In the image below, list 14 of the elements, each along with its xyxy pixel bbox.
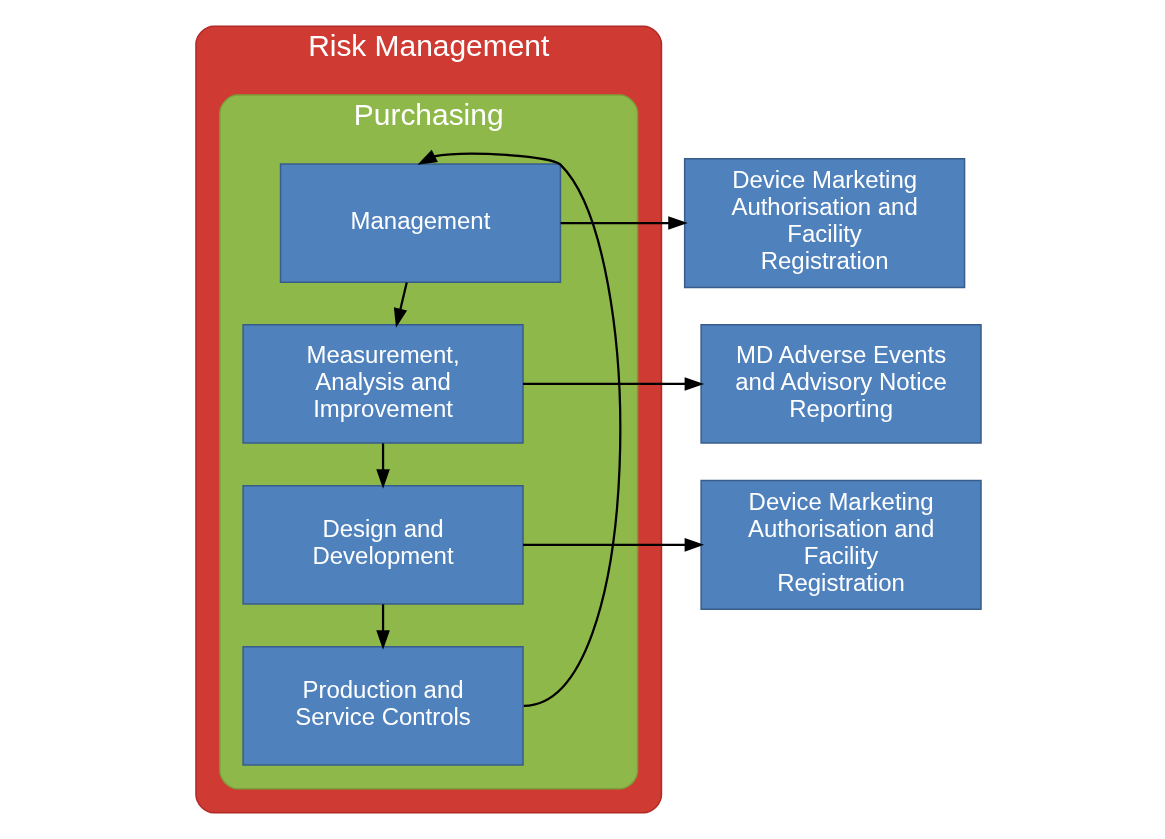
- node-box: Production and Service Controls: [242, 645, 524, 766]
- arrow: [417, 149, 621, 707]
- arrow: [560, 216, 688, 230]
- node-box: Measurement, Analysis and Improvement: [242, 324, 524, 444]
- node-box: Device Marketing Authorisation and Facility Registration: [683, 157, 966, 289]
- arrow: [523, 377, 705, 391]
- node-box: MD Adverse Events and Advisory Notice Reporting: [700, 324, 982, 444]
- arrow: [376, 443, 390, 489]
- node-box: Device Marketing Authorisation and Facility Registration: [700, 479, 982, 610]
- arrow: [393, 282, 408, 328]
- arrow: [376, 604, 390, 650]
- node-box: Management: [279, 163, 562, 283]
- arrow: [523, 538, 705, 552]
- node-box: Design and Development: [242, 485, 524, 605]
